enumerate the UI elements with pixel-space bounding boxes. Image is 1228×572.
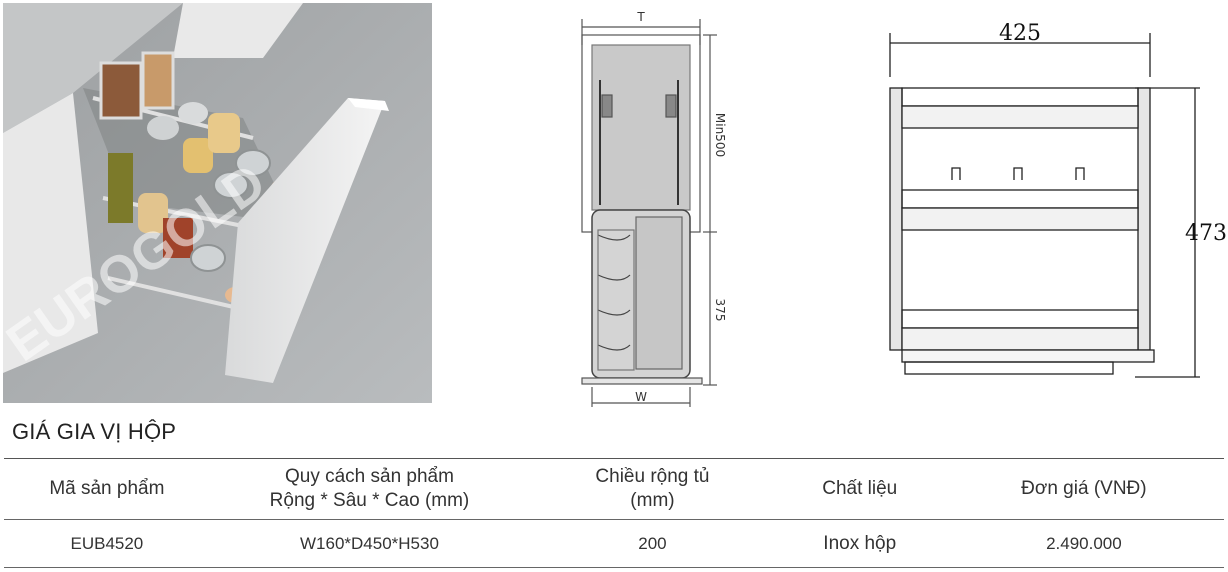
width-dimension-label: 425 [999,21,1041,46]
header-price: Đơn giá (VNĐ) [943,458,1224,520]
cell-cabinet-width: 200 [529,519,776,568]
side-view-diagram: T Min500 375 W [570,5,740,410]
cell-price: 2.490.000 [943,519,1224,568]
cell-material: Inox hộp [775,519,944,568]
product-title: GIÁ GIA VỊ HỘP [12,419,177,444]
min-height-label: Min500 [713,113,727,157]
header-cabinet-width: Chiều rộng tủ (mm) [529,458,776,520]
spec-table: Mã sản phẩm Quy cách sản phẩm Rộng * Sâu… [4,458,1224,568]
header-code: Mã sản phẩm [4,458,210,520]
lower-height-label: 375 [713,299,727,322]
product-photo: EUROGOLD [3,3,432,403]
height-dimension-label: 473 [1185,221,1227,246]
header-spec-line2: Rộng * Sâu * Cao (mm) [269,490,470,511]
top-dimension-label: T [636,10,645,24]
bottom-width-label: W [635,390,647,404]
front-view-diagram: 425 473 [880,15,1228,385]
header-spec: Quy cách sản phẩm Rộng * Sâu * Cao (mm) [209,458,530,520]
cell-spec: W160*D450*H530 [209,519,530,568]
header-spec-line1: Quy cách sản phẩm [284,466,454,487]
header-width-line1: Chiều rộng tủ [595,466,710,487]
header-material: Chất liệu [775,458,944,520]
cell-code: EUB4520 [4,519,210,568]
header-width-line2: (mm) [630,490,675,511]
table-row: EUB4520 W160*D450*H530 200 Inox hộp 2.49… [4,519,1224,568]
table-header-row: Mã sản phẩm Quy cách sản phẩm Rộng * Sâu… [4,458,1224,520]
